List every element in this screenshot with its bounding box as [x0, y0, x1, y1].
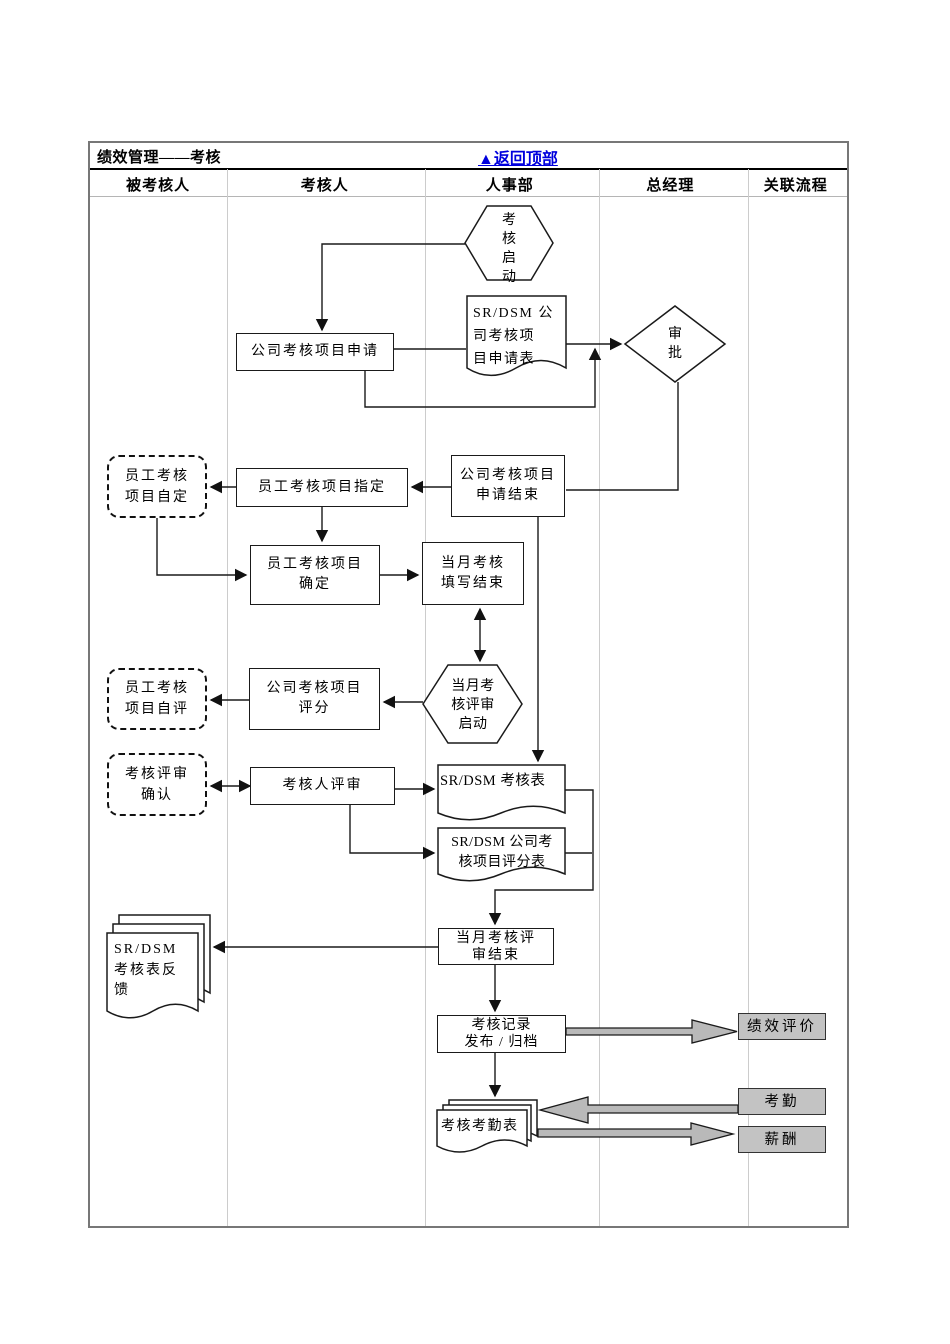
lane-header-related: 关联流程 [763, 178, 828, 194]
node-review-confirm: 考核评审 确认 [107, 753, 207, 816]
lane-header-assessor: 考核人 [300, 178, 349, 194]
back-to-top-link[interactable]: ▲返回顶部 [478, 151, 558, 168]
node-company-score: 公司考核项目 评分 [249, 668, 380, 730]
label-assess-start: 考核启动 [502, 213, 516, 285]
label-apply-form-doc: SR/DSM 公 司考核项 目申请表 [473, 306, 554, 367]
node-apply-end: 公司考核项目 申请结束 [451, 455, 565, 517]
page-title: 绩效管理——考核 [97, 150, 222, 166]
node-salary: 薪酬 [738, 1126, 826, 1153]
node-reviewer-review: 考核人评审 [250, 767, 395, 805]
lane-header-gm: 总经理 [646, 178, 695, 194]
label-assess-form-doc: SR/DSM 考核表 [440, 773, 546, 789]
node-emp-self-define: 员工考核 项目自定 [107, 455, 207, 518]
label-attendance-doc: 考核考勤表 [441, 1119, 519, 1134]
node-company-project-apply: 公司考核项目申请 [236, 333, 394, 371]
node-emp-confirm: 员工考核项目 确定 [250, 545, 380, 605]
label-score-form-doc: SR/DSM 公司考 核项目评分表 [451, 835, 553, 870]
label-approve: 审批 [668, 327, 682, 361]
lane-divider-1 [227, 169, 228, 1226]
lane-header-hr: 人事部 [485, 178, 534, 194]
label-month-review-start: 当月考 核评审 启动 [451, 679, 495, 732]
node-performance-eval: 绩效评价 [738, 1013, 826, 1040]
lane-divider-3 [599, 169, 600, 1226]
title-row: 绩效管理——考核 ▲返回顶部 [90, 143, 847, 170]
lane-header-assessee: 被考核人 [126, 178, 191, 194]
node-month-fill-end: 当月考核 填写结束 [422, 542, 524, 605]
lane-divider-2 [425, 169, 426, 1226]
node-emp-self-eval: 员工考核 项目自评 [107, 668, 207, 730]
lane-divider-4 [748, 169, 749, 1226]
node-emp-assign: 员工考核项目指定 [236, 468, 408, 507]
lane-header-row: 被考核人 考核人 人事部 总经理 关联流程 [90, 170, 847, 197]
node-month-review-end: 当月考核评 审结束 [438, 928, 554, 965]
node-attendance: 考勤 [738, 1088, 826, 1115]
node-record-publish: 考核记录 发布 / 归档 [437, 1015, 566, 1053]
label-feedback-doc: SR/DSM 考核表反 馈 [114, 942, 178, 998]
